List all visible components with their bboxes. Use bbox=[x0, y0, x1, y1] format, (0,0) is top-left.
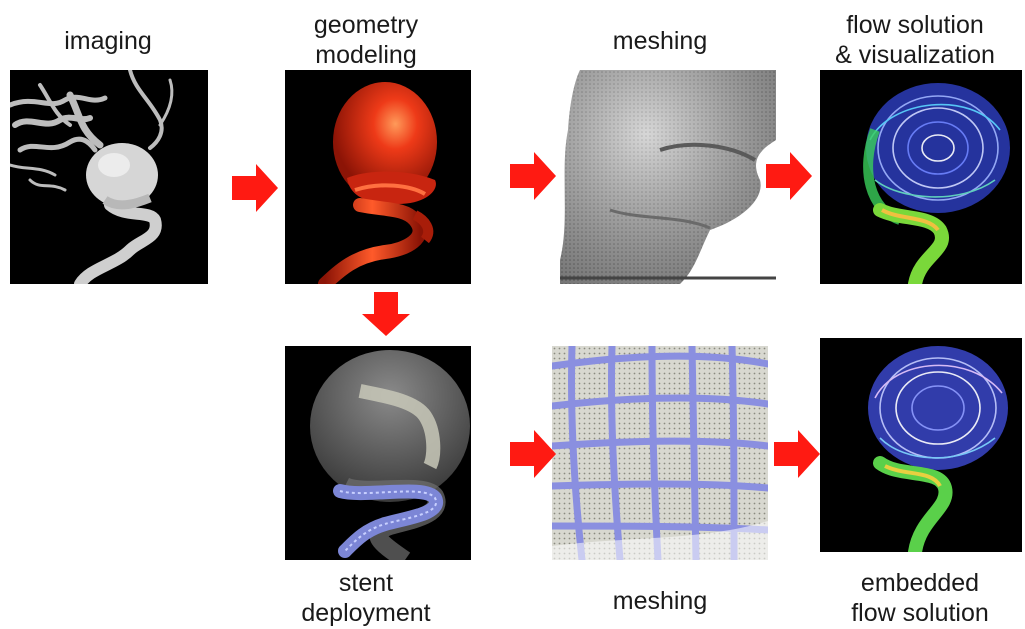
flow-solution-panel bbox=[820, 70, 1022, 284]
label-flow-solution: flow solution & visualization bbox=[805, 10, 1025, 70]
arrow-stent-to-meshing bbox=[510, 430, 556, 478]
arrow-geometry-to-stent bbox=[362, 292, 410, 336]
right-arrow-icon bbox=[232, 164, 278, 212]
arrow-meshing-to-embedded bbox=[774, 430, 820, 478]
right-arrow-icon bbox=[510, 430, 556, 478]
stent-in-vessel-image bbox=[285, 346, 471, 560]
flow-streamlines-image bbox=[820, 70, 1022, 284]
right-arrow-icon bbox=[510, 152, 556, 200]
red-aneurysm-model-image bbox=[285, 70, 471, 284]
vessel-angiography-image bbox=[10, 70, 208, 284]
label-stent-deployment: stent deployment bbox=[266, 568, 466, 628]
imaging-panel bbox=[10, 70, 208, 284]
label-meshing-bottom: meshing bbox=[560, 586, 760, 616]
label-imaging: imaging bbox=[8, 26, 208, 56]
arrow-imaging-to-geometry bbox=[232, 164, 278, 212]
down-arrow-icon bbox=[362, 292, 410, 336]
right-arrow-icon bbox=[774, 430, 820, 478]
meshing-bottom-panel bbox=[552, 346, 768, 560]
geometry-modeling-panel bbox=[285, 70, 471, 284]
embedded-flow-panel bbox=[820, 338, 1022, 552]
label-embedded-flow: embedded flow solution bbox=[820, 568, 1020, 628]
stent-deployment-panel bbox=[285, 346, 471, 560]
arrow-meshing-to-flow bbox=[766, 152, 812, 200]
right-arrow-icon bbox=[766, 152, 812, 200]
embedded-flow-streamlines-image bbox=[820, 338, 1022, 552]
surface-mesh-image bbox=[560, 70, 776, 284]
stent-mesh-closeup-image bbox=[552, 346, 768, 560]
arrow-geometry-to-meshing bbox=[510, 152, 556, 200]
meshing-top-panel bbox=[560, 70, 776, 284]
label-geometry-modeling: geometry modeling bbox=[266, 10, 466, 70]
label-meshing-top: meshing bbox=[560, 26, 760, 56]
